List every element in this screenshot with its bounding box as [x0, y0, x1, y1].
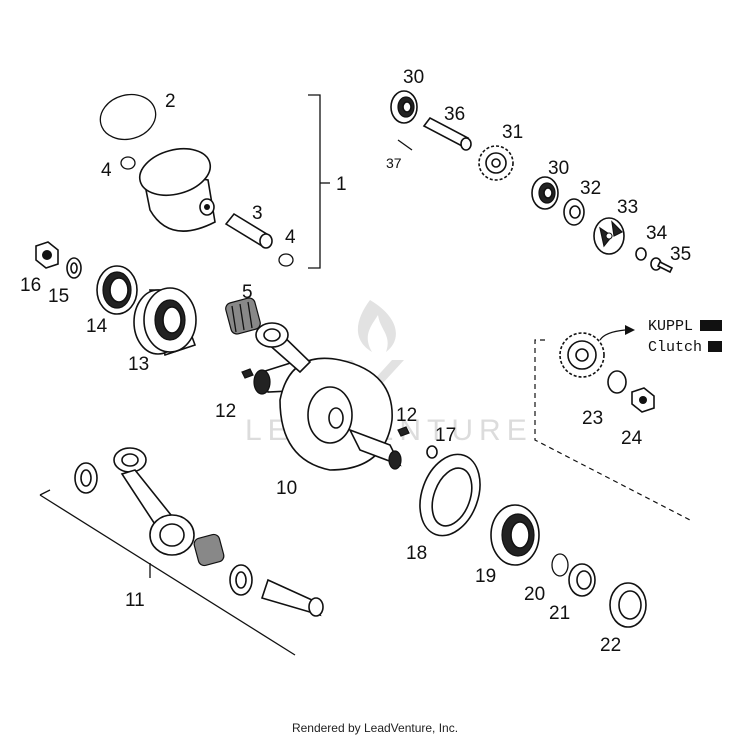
label-12a: 12: [215, 401, 236, 422]
connecting-rod: [113, 447, 195, 556]
label-20: 20: [524, 584, 545, 605]
bracket-11: [39, 494, 296, 656]
bearing-30a: [390, 90, 418, 124]
nut: [35, 241, 59, 269]
pin-37: [397, 139, 413, 151]
label-21: 21: [549, 603, 570, 624]
seal-carrier: [419, 453, 481, 537]
bracket-1: [308, 94, 321, 269]
bearing-large: [133, 287, 197, 357]
label-10: 10: [276, 478, 297, 499]
label-11: 11: [125, 590, 145, 611]
callout-mark-2: [708, 341, 722, 352]
footer-credit: Rendered by LeadVenture, Inc.: [291, 721, 459, 735]
o-ring: [551, 553, 569, 577]
bracket-clutch: [534, 339, 691, 521]
spacer-32: [563, 198, 585, 226]
crank-pin: [260, 578, 324, 617]
label-36: 36: [444, 104, 465, 125]
label-16: 16: [20, 275, 41, 296]
key-right: [397, 426, 410, 437]
callout-mark-1: [700, 320, 722, 331]
primary-gear: [559, 332, 605, 378]
screw: [426, 445, 438, 459]
label-15: 15: [48, 286, 69, 307]
label-5: 5: [242, 282, 253, 303]
label-30b: 30: [548, 158, 569, 179]
label-14: 14: [86, 316, 108, 337]
piston: [138, 147, 216, 232]
needle-bearing-rod: [193, 533, 225, 567]
label-33: 33: [617, 197, 638, 218]
needle-bearing: [225, 297, 261, 335]
callout-clutch: Clutch: [648, 339, 702, 356]
callout-kuppl: KUPPL: [648, 318, 693, 335]
label-37: 37: [386, 155, 402, 171]
shaft-seal: [609, 582, 647, 628]
label-24: 24: [621, 428, 643, 449]
label-35: 35: [670, 244, 691, 265]
piston-pin: [224, 212, 273, 249]
label-19: 19: [475, 566, 496, 587]
label-2: 2: [165, 91, 176, 112]
screw-35: [650, 257, 674, 274]
callout-arrow: [599, 329, 626, 341]
key-left: [241, 368, 254, 379]
label-32: 32: [580, 178, 601, 199]
label-18: 18: [406, 543, 427, 564]
crankshaft: [253, 322, 402, 471]
label-1: 1: [336, 174, 347, 195]
bearing-right: [490, 504, 540, 566]
piston-ring: [99, 93, 157, 141]
label-34: 34: [646, 223, 668, 244]
washer-34: [635, 247, 647, 261]
impeller-33: [593, 217, 625, 255]
gear-31: [478, 145, 514, 181]
circlip-right: [278, 253, 294, 267]
label-17: 17: [435, 425, 456, 446]
label-4a: 4: [101, 160, 112, 181]
bearing-30b: [531, 176, 559, 210]
gear-nut: [631, 387, 655, 413]
thrust-washer-lower: [229, 564, 253, 596]
label-23: 23: [582, 408, 603, 429]
thrust-washer-upper: [74, 462, 98, 494]
label-3: 3: [252, 203, 263, 224]
label-4b: 4: [285, 227, 296, 248]
label-13: 13: [128, 354, 149, 375]
circlip-left: [120, 156, 136, 170]
label-30a: 30: [403, 67, 424, 88]
label-31: 31: [502, 122, 523, 143]
spacer: [568, 563, 596, 597]
part-labels: 2 4 1 3 4 16 15 14 13 5 12 12 17 10 11 1…: [20, 67, 691, 656]
bearing-small: [96, 265, 138, 315]
washer-gear: [607, 370, 627, 394]
label-22: 22: [600, 635, 621, 656]
label-12b: 12: [396, 405, 417, 426]
shaft-36: [422, 116, 472, 151]
